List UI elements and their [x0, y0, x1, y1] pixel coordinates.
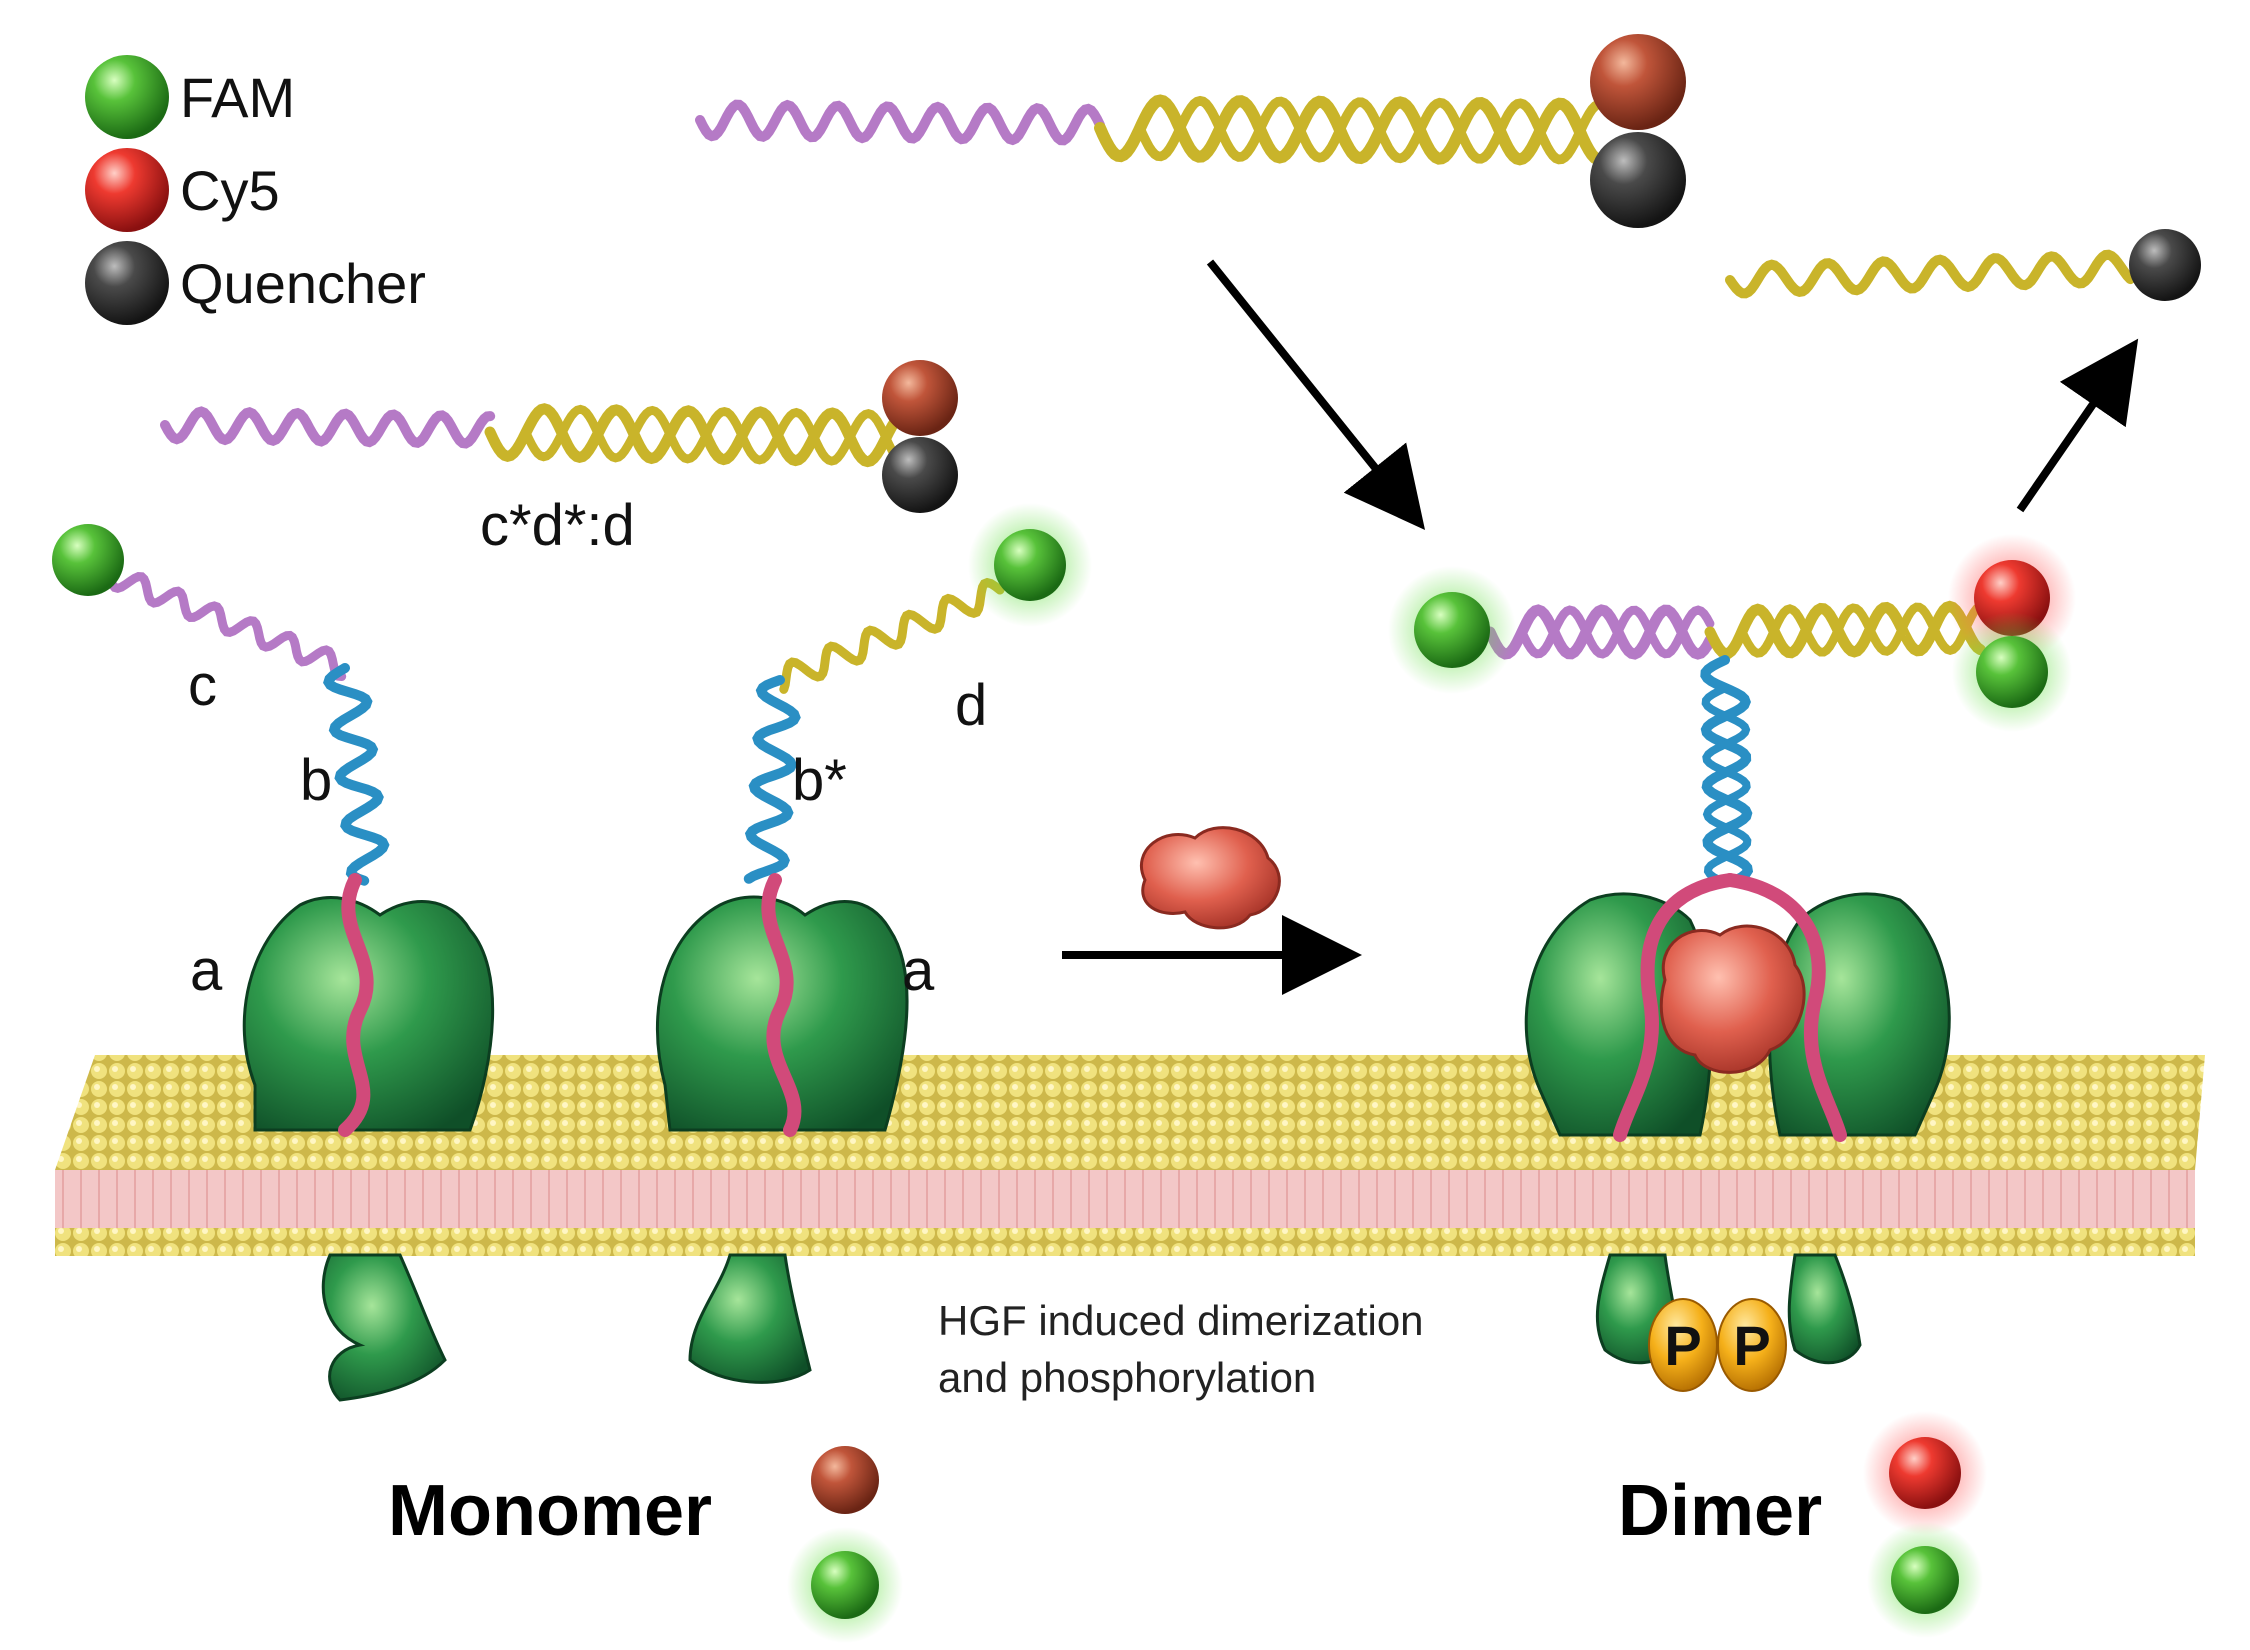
legend: FAM Cy5 Quencher	[85, 55, 426, 325]
membrane-core	[55, 1170, 2195, 1230]
aptamer-a-left	[338, 873, 374, 1137]
label-strand-b: b	[300, 748, 332, 813]
label-strand-c: c	[188, 653, 217, 718]
dimer-c-duplex-strand-1	[1484, 604, 1716, 660]
title-dimer: Dimer	[1618, 1471, 1822, 1551]
legend-cy5-label: Cy5	[180, 159, 280, 222]
label-strand-b-star: b*	[792, 748, 847, 813]
process-arrows	[1062, 259, 2139, 995]
arrow-dimer-to-release	[2016, 338, 2139, 513]
dimer-c-duplex-strand-2	[1517, 605, 1715, 659]
fam-monomer-readout	[811, 1551, 879, 1619]
left-probe-d-duplex-strand-2	[521, 404, 900, 466]
dimer-b-stem-strand-2	[1701, 684, 1752, 885]
strand-c	[105, 570, 347, 681]
top-probe-d-duplex-strand-2	[1135, 95, 1615, 165]
hgf-protein-bound	[1659, 924, 1806, 1074]
title-monomer: Monomer	[388, 1471, 712, 1551]
fam-strand-c-end	[52, 524, 124, 596]
dna-strands	[105, 94, 2136, 886]
aptamer-a-dimer-left	[1613, 873, 1737, 1142]
quencher-left-probe	[882, 437, 958, 513]
receptor-extracellular-left	[242, 896, 495, 1132]
arrow-probe-to-dimer	[1206, 259, 1426, 530]
fam-dimer-readout	[1891, 1546, 1959, 1614]
quencher-released-strand	[2129, 229, 2201, 301]
dimer-d-duplex-strand-2	[1737, 602, 1985, 658]
aptamer-a-middle	[761, 873, 802, 1137]
released-d-strand	[1725, 249, 2136, 299]
legend-fam-label: FAM	[180, 66, 295, 129]
hgf-protein-free	[1139, 826, 1281, 930]
phosphate-groups: P P	[1648, 1298, 1787, 1392]
caption-line-1: HGF induced dimerization	[938, 1297, 1424, 1344]
fam-strand-d-end	[994, 529, 1066, 601]
label-duplex-cdd: c*d*:d	[480, 493, 635, 558]
caption-line-2: and phosphorylation	[938, 1354, 1316, 1401]
cy5-monomer-readout	[811, 1446, 879, 1514]
cy5-legend-sphere	[85, 148, 169, 232]
fam-legend-sphere	[85, 55, 169, 139]
label-aptamer-a-left: a	[190, 938, 223, 1003]
left-probe-d-duplex-strand-1	[484, 403, 901, 468]
receptor-intracellular-middle	[688, 1253, 812, 1384]
phosphate-right	[1717, 1298, 1787, 1392]
cy5-top-probe-quenched	[1590, 34, 1686, 130]
quencher-legend-sphere	[85, 241, 169, 325]
left-probe-c-overhang	[160, 406, 496, 449]
top-probe-d-duplex-strand-1	[1094, 94, 1616, 166]
fluorophore-spheres	[52, 34, 2201, 1643]
strand-d	[779, 577, 1005, 694]
label-aptamer-a-right: a	[902, 938, 935, 1003]
legend-quencher-label: Quencher	[180, 252, 426, 315]
strand-b	[323, 663, 390, 886]
strand-b-star	[743, 675, 801, 884]
fam-dimer-right	[1976, 636, 2048, 708]
met-receptor-left	[242, 896, 495, 1402]
receptor-intracellular-dimer-right	[1787, 1253, 1862, 1365]
top-probe-c-overhang	[695, 99, 1105, 146]
cy5-left-probe-quenched	[882, 360, 958, 436]
membrane-bottom-leaflet	[55, 1228, 2195, 1256]
quencher-top-probe	[1590, 132, 1686, 228]
cy5-dimer-readout	[1889, 1437, 1961, 1509]
fam-dimer-left	[1414, 592, 1490, 668]
receptor-intracellular-left	[321, 1253, 447, 1402]
label-strand-d: d	[955, 673, 987, 738]
aptamer-a-strands	[338, 873, 1847, 1142]
aptamer-a-dimer-right	[1723, 873, 1847, 1142]
phosphate-left-label: P	[1664, 1314, 1701, 1377]
phosphate-right-label: P	[1733, 1314, 1770, 1377]
